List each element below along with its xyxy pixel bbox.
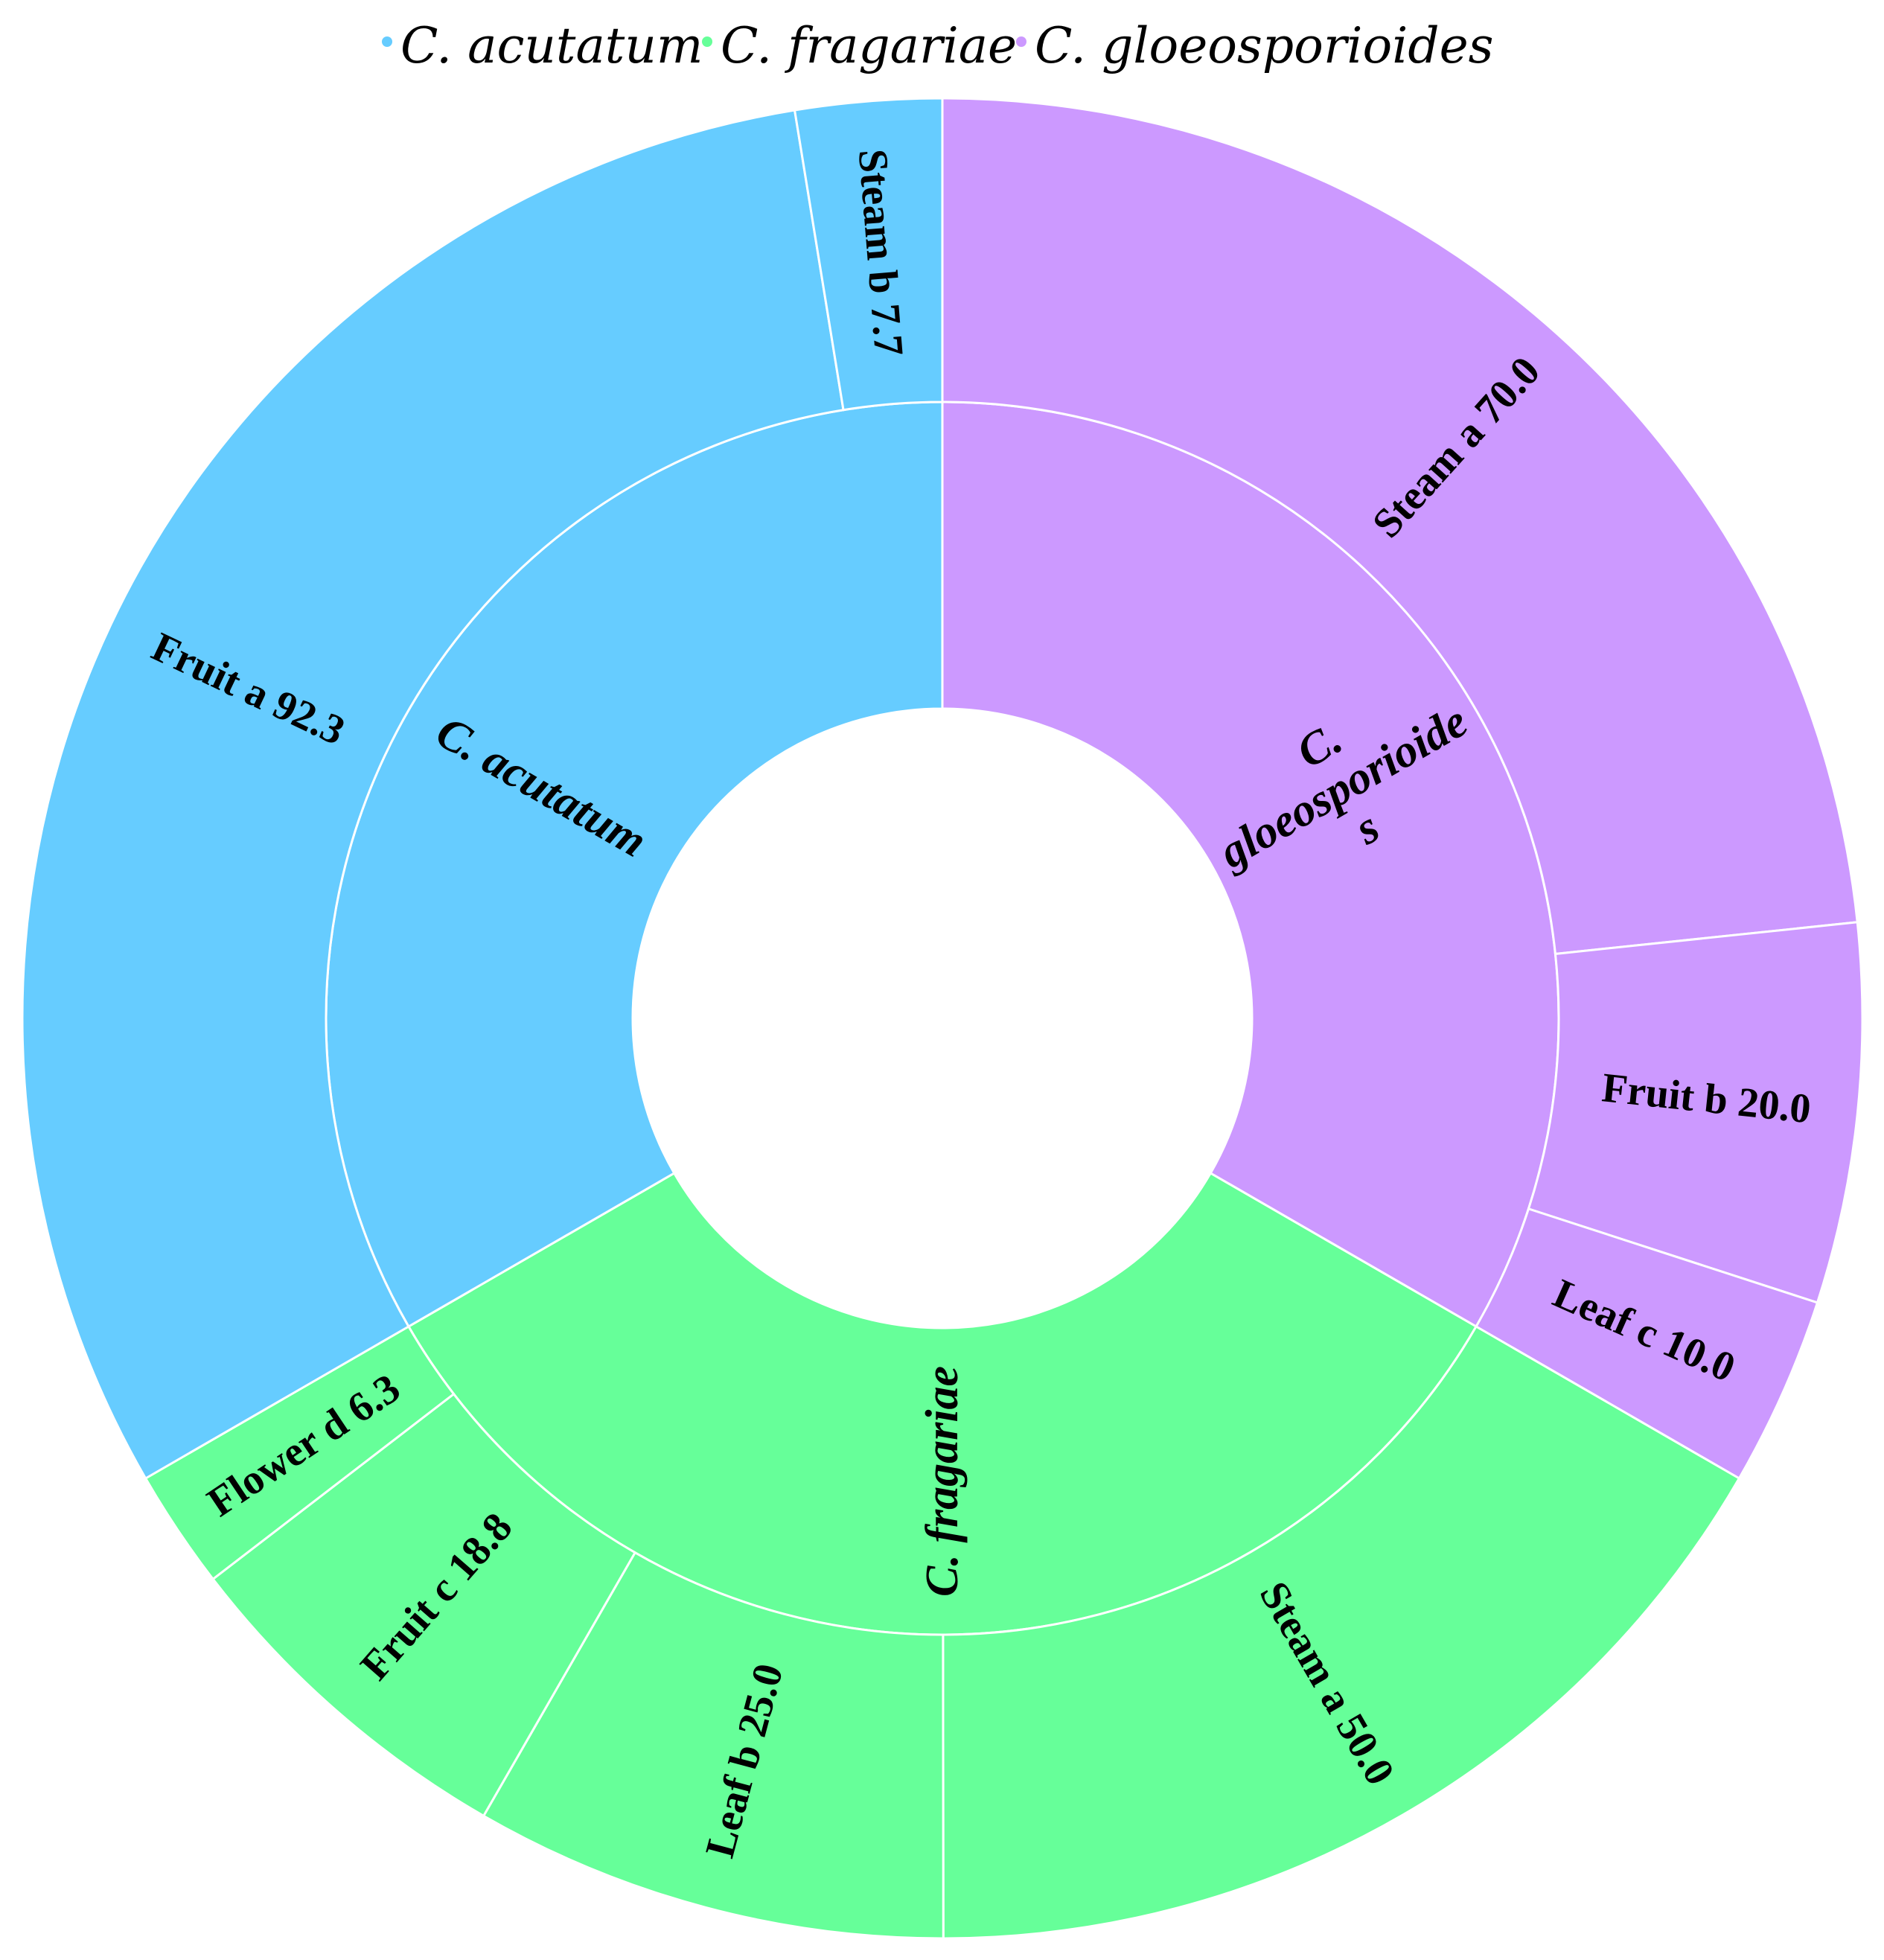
legend-marker-c-gloeosporioides (1016, 36, 1026, 47)
outer-ring (21, 97, 1864, 1940)
outer-segment-c-gloeosporioides-steam-a-70-0 (941, 97, 1859, 956)
inner-label-c-fragariae: C. fragariae (917, 1366, 968, 1597)
outer-segment-c-fragariae-steam-a-50-0 (942, 1324, 1741, 1940)
outer-segment-c-acutatum-steam-b-7-7 (793, 97, 944, 412)
inner-ring (325, 400, 1560, 1636)
legend-label-c-fragariae: C. fragariae (721, 17, 1017, 74)
legend-label-c-acutatum: C. acutatum (400, 17, 703, 74)
chart-legend: C. acutatum C. fragariae C. gloeosporioide… (382, 17, 1494, 74)
legend-marker-c-acutatum (382, 36, 392, 47)
legend-marker-c-fragariae (702, 36, 712, 47)
legend-label-c-gloeosporioides: C. gloeosporioides (1035, 17, 1494, 74)
outer-segment-c-acutatum-fruit-a-92-3 (21, 109, 845, 1481)
